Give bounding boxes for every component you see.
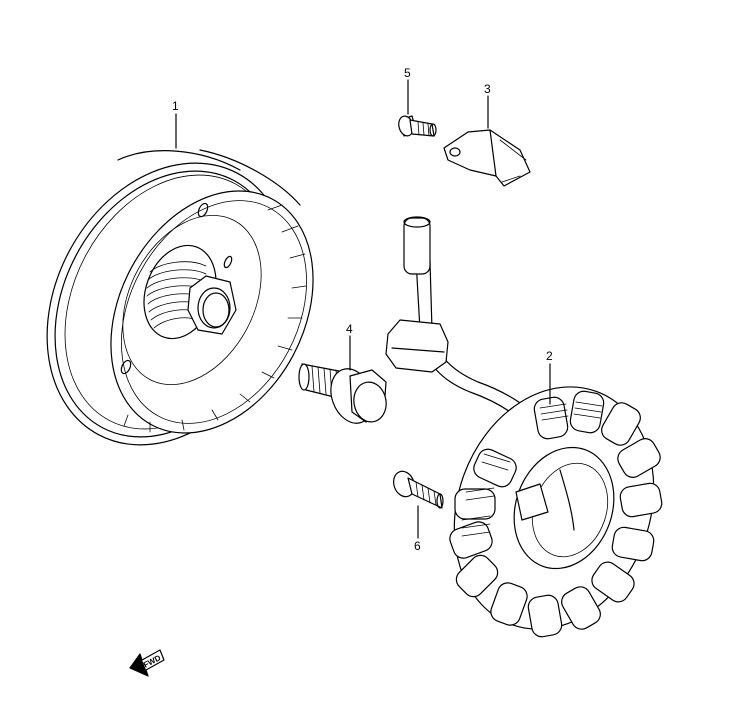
leader-lines <box>175 79 551 539</box>
forward-direction-arrow: FWD <box>129 649 165 677</box>
clamp-screw <box>398 115 437 137</box>
callout-6: 6 <box>414 539 421 553</box>
callout-3: 3 <box>484 82 491 96</box>
callout-1: 1 <box>172 99 179 113</box>
wire-clamp <box>443 129 531 187</box>
flywheel-rotor <box>46 149 314 446</box>
stator-screw <box>393 470 444 509</box>
callout-2: 2 <box>546 349 553 363</box>
stator-assembly <box>385 216 663 638</box>
callout-5: 5 <box>404 66 411 80</box>
flywheel-bolt <box>298 363 387 424</box>
callout-4: 4 <box>346 322 353 336</box>
